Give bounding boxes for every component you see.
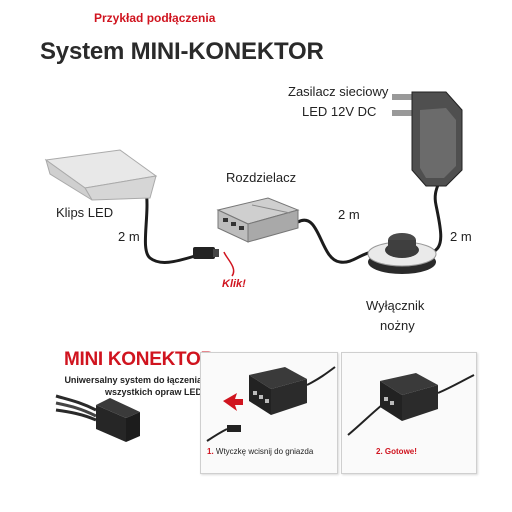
step-2-illustration bbox=[347, 373, 475, 436]
page-title: System MINI-KONEKTOR bbox=[40, 38, 324, 65]
step-1-caption: 1. Wtyczkę wcisnij do gniazda bbox=[207, 447, 314, 456]
step-1-photo bbox=[200, 352, 338, 474]
cable-right-length: 2 m bbox=[450, 229, 472, 244]
step-1-illustration bbox=[206, 366, 336, 442]
power-supply-label: Zasilacz sieciowy bbox=[288, 84, 389, 99]
step-2-photo bbox=[341, 352, 477, 474]
click-label: Klik! bbox=[222, 278, 246, 290]
mini-konektor-title: MINI KONEKTOR bbox=[64, 349, 214, 370]
switch-label-2: nożny bbox=[380, 318, 415, 333]
cable-middle-length: 2 m bbox=[338, 207, 360, 222]
mini-plug-icon bbox=[193, 247, 219, 259]
splitter-label: Rozdzielacz bbox=[226, 170, 297, 185]
click-arrow-icon bbox=[223, 251, 235, 277]
cable-clip-to-connector bbox=[143, 189, 196, 264]
led-clip-icon bbox=[44, 149, 158, 201]
insert-arrow-icon bbox=[223, 393, 243, 411]
power-adapter-icon bbox=[392, 91, 463, 187]
splitter-icon bbox=[216, 197, 300, 243]
switch-label: Wyłącznik bbox=[366, 298, 425, 313]
mini-konektor-description: Uniwersalny system do łączenia wszystkic… bbox=[64, 375, 202, 397]
cable-switch-to-power bbox=[431, 184, 443, 254]
power-supply-voltage-label: LED 12V DC bbox=[302, 104, 377, 119]
step-2-caption: 2. Gotowe! bbox=[376, 447, 417, 456]
connector-illustration bbox=[55, 394, 140, 442]
cable-left-length: 2 m bbox=[118, 229, 140, 244]
foot-switch-icon bbox=[367, 233, 437, 274]
cable-splitter-to-switch bbox=[297, 218, 373, 264]
subtitle: Przykład podłączenia bbox=[94, 11, 216, 25]
clip-label: Klips LED bbox=[56, 205, 114, 220]
